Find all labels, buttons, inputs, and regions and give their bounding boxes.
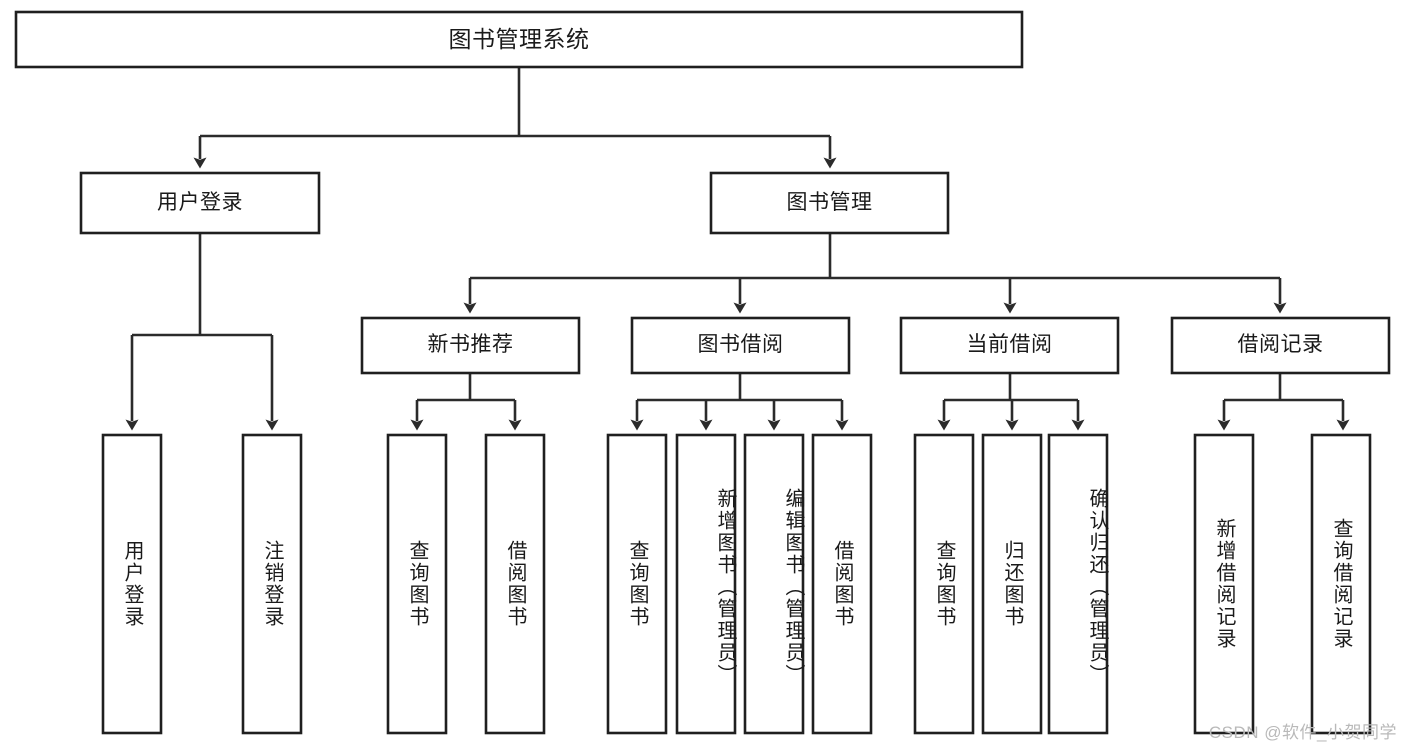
node-box-leaf-query-record[interactable] (1310, 433, 1372, 735)
node-box-book-borrow[interactable] (630, 316, 851, 375)
csdn-watermark: CSDN @软件_小贺同学 (1208, 723, 1397, 742)
node-box-leaf-edit-book[interactable] (743, 433, 805, 735)
connector-current-borrow-to-leaves (937, 373, 1085, 431)
node-box-leaf-user-logout[interactable] (241, 433, 303, 735)
node-box-leaf-borrow-book-1[interactable] (484, 433, 546, 735)
node-box-leaf-add-book[interactable] (675, 433, 737, 735)
node-box-root[interactable] (14, 10, 1024, 69)
node-box-leaf-query-book-2[interactable] (606, 433, 668, 735)
connector-new-book-rec-to-leaves (410, 373, 522, 431)
node-box-borrow-record[interactable] (1170, 316, 1391, 375)
node-box-leaf-add-record[interactable] (1193, 433, 1255, 735)
node-box-leaf-return-book[interactable] (981, 433, 1043, 735)
connector-borrow-record-to-leaves (1217, 373, 1350, 431)
node-box-leaf-borrow-book-2[interactable] (811, 433, 873, 735)
node-box-leaf-confirm-return[interactable] (1047, 433, 1109, 735)
node-box-new-book-rec[interactable] (360, 316, 581, 375)
node-box-current-borrow[interactable] (899, 316, 1120, 375)
connector-root-to-level2 (193, 67, 837, 169)
node-box-leaf-query-book-1[interactable] (386, 433, 448, 735)
node-box-book-manage[interactable] (709, 171, 950, 235)
connector-user-login-to-leaves (125, 233, 279, 431)
node-box-user-login[interactable] (79, 171, 321, 235)
node-box-leaf-query-book-3[interactable] (913, 433, 975, 735)
connector-book-borrow-to-leaves (630, 373, 849, 431)
connector-book-manage-to-level3 (463, 233, 1287, 314)
node-box-leaf-user-login[interactable] (101, 433, 163, 735)
